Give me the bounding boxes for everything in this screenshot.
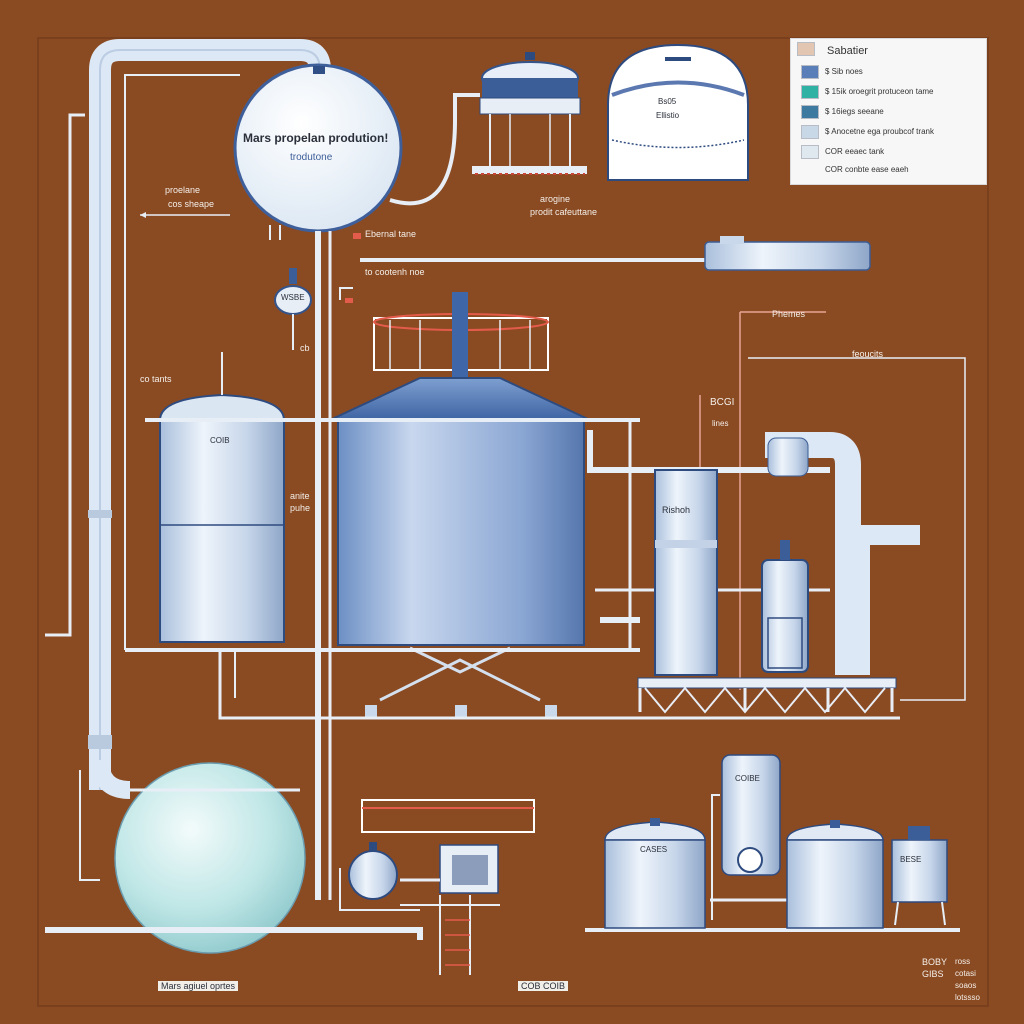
return-line — [45, 113, 85, 637]
legend-item: $ 16iegs seeane — [801, 105, 981, 120]
label-conteh: to cootenh noe — [365, 267, 425, 277]
legend-swatch — [797, 42, 815, 56]
legend-text: $ Anocetne ega proubcof trank — [825, 127, 934, 136]
label-cos-sheape: cos sheape — [168, 199, 215, 209]
pipe-joint — [88, 510, 112, 518]
label-anite: anite — [290, 491, 310, 501]
main-tank-title: Mars propelan prodution! — [243, 131, 389, 145]
label-br-1: BOBY — [922, 957, 948, 967]
dome-tank — [607, 43, 749, 181]
legend-item: $ Anocetne ega proubcof trank — [801, 125, 981, 140]
main-sphere-tank — [233, 63, 403, 233]
label-prodit: prodit cafeuttane — [530, 207, 598, 217]
label-dome-2: Ellistio — [656, 111, 680, 120]
legend-text: $ 15ik oroegrit protuceon tame — [825, 87, 934, 96]
label-br-3: ross — [955, 957, 971, 966]
label-cases: CASES — [640, 845, 668, 854]
label-dome-1: Bs05 — [658, 97, 677, 106]
legend-item: COR eeaec tank — [801, 145, 981, 160]
legend-text: COR conbte ease eaeh — [825, 165, 909, 174]
top-gantry-tank — [472, 52, 587, 175]
valve-assembly — [274, 268, 353, 350]
legend-item: $ 15ik oroegrit protuceon tame — [801, 85, 981, 100]
legend-swatch — [801, 85, 819, 99]
label-br-2: GIBS — [922, 969, 944, 979]
label-valve: WSBE — [281, 293, 305, 302]
platform-truss — [637, 677, 897, 714]
label-argeine: arogine — [540, 194, 571, 204]
legend-swatch — [801, 65, 819, 79]
main-tank-subtitle: trodutone — [290, 152, 333, 163]
central-storage-tank — [329, 292, 591, 717]
label-rishoh: Rishoh — [662, 505, 691, 515]
label-bottom-left: Mars agiuel oprtes — [158, 981, 239, 991]
separation-column — [654, 432, 920, 676]
label-pheme: Phemes — [772, 309, 806, 319]
label-coibe: COIBE — [735, 774, 760, 783]
label-br-4: cotasi — [955, 969, 976, 978]
legend-item — [797, 42, 977, 57]
legend-swatch — [801, 145, 819, 159]
label-ebernal: Ebernal tane — [365, 229, 417, 239]
legend-text: $ Sib noes — [825, 67, 863, 76]
legend-text: COR eeaec tank — [825, 147, 885, 156]
legend-swatch — [801, 125, 819, 139]
green-sphere-tank — [79, 762, 306, 954]
bottom-right-tanks — [604, 754, 948, 929]
label-proelane: proelane — [165, 185, 201, 195]
label-br-5: soaos — [955, 981, 977, 990]
label-lines: lines — [712, 419, 729, 428]
pump-unit — [339, 799, 535, 975]
label-feoucits: feoucits — [852, 349, 884, 359]
label-reactor: BESE — [900, 855, 922, 864]
inner-frame — [37, 37, 989, 1007]
legend-item: $ Sib noes — [801, 65, 981, 80]
legend-swatch — [801, 105, 819, 119]
legend-item: COR conbte ease eaeh — [801, 163, 981, 178]
label-br-6: lotssso — [955, 993, 980, 1002]
label-coib-tank: COIB — [210, 436, 230, 445]
label-ob: cb — [300, 343, 310, 353]
co-storage-tank — [158, 352, 286, 643]
small-reactor-tank — [761, 540, 809, 673]
legend-title: Sabatier — [827, 45, 868, 57]
horizontal-cylinder — [360, 236, 871, 271]
label-bcg: BCGI — [710, 397, 735, 408]
label-puhe: puhe — [290, 503, 311, 513]
legend: Sabatier $ Sib noes $ 15ik oroegrit prot… — [790, 38, 987, 185]
label-co-tanks: co tants — [140, 374, 172, 384]
legend-text: $ 16iegs seeane — [825, 107, 884, 116]
label-bottom-center: COB COIB — [518, 981, 569, 991]
